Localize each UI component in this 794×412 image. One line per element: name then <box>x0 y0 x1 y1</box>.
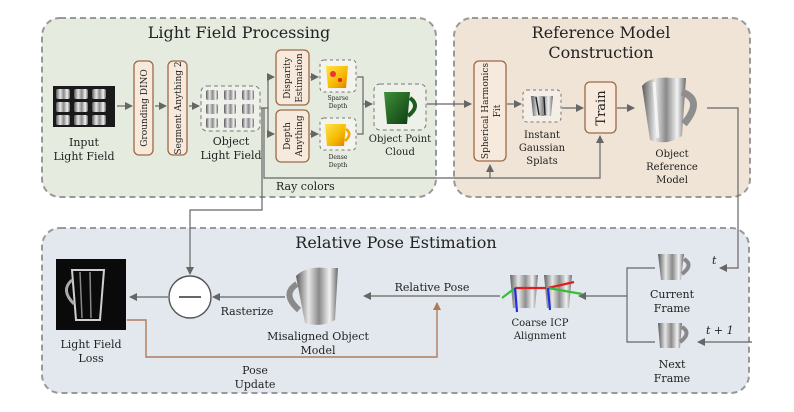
misaligned-label-2: Model <box>301 344 336 357</box>
point-cloud-label-1: Object Point <box>369 134 431 145</box>
sh-fit-label-1: Spherical Harmonics <box>481 63 491 160</box>
pose-update-label-2: Update <box>235 378 276 391</box>
relative-pose-label: Relative Pose <box>395 281 470 294</box>
current-frame-image <box>658 254 691 280</box>
reference-model-mug-image <box>642 77 697 143</box>
input-light-field-image <box>53 86 115 127</box>
arrow-sparse-to-cloud <box>357 76 373 108</box>
object-light-field-label-2: Light Field <box>200 149 261 162</box>
current-frame-label-1: Current <box>650 288 695 301</box>
ref-model-label-3: Model <box>656 175 688 186</box>
splats-label-3: Splats <box>526 156 558 167</box>
arrow-object-lf-to-minus <box>186 108 263 275</box>
t-label: t <box>712 254 717 267</box>
object-light-field-image <box>200 85 261 132</box>
misaligned-model-image <box>286 267 338 325</box>
dense-depth-image <box>319 117 357 151</box>
misaligned-label-1: Misaligned Object <box>267 330 369 343</box>
sparse-depth-label-1: Sparse <box>327 95 348 102</box>
train-block <box>584 81 617 134</box>
next-frame-label-1: Next <box>659 358 686 371</box>
ref-model-label-1: Object <box>655 149 688 160</box>
object-point-cloud-image <box>373 83 427 131</box>
relative-pose-title: Relative Pose Estimation <box>295 233 496 252</box>
sh-fit-label-2: Fit <box>493 104 503 117</box>
object-light-field-label-1: Object <box>213 135 250 148</box>
arrow-model-to-current-frame <box>707 107 739 272</box>
next-frame-label-2: Frame <box>654 372 690 385</box>
grounding-dino-label: Grounding DINO <box>140 69 150 147</box>
reference-model-title-line2: Construction <box>548 43 653 62</box>
pose-update-label-1: Pose <box>242 364 268 377</box>
light-field-processing-title: Light Field Processing <box>148 23 331 42</box>
icp-label-1: Coarse ICP <box>512 318 569 329</box>
relative-pose-region <box>41 227 750 394</box>
disparity-estimation-block <box>275 49 310 106</box>
splats-label-2: Gaussian <box>519 143 566 154</box>
depth-anything-label-1: Depth <box>283 122 293 150</box>
train-label: Train <box>594 90 609 126</box>
icp-label-2: Alignment <box>513 331 566 342</box>
arrow-ray-colors-to-sh <box>263 108 494 179</box>
next-frame-image <box>658 323 689 348</box>
gaussian-splats-image <box>522 89 562 123</box>
current-frame-label-2: Frame <box>654 302 690 315</box>
ray-colors-label: Ray colors <box>276 180 335 193</box>
depth-anything-label-2: Anything <box>295 115 305 157</box>
ref-model-label-2: Reference <box>646 162 698 173</box>
frames-bracket <box>626 267 655 343</box>
disparity-label-2: Estimation <box>295 53 305 102</box>
arrow-dense-to-cloud <box>357 104 364 135</box>
rasterize-label: Rasterize <box>221 305 274 318</box>
arrow-ray-colors-to-train <box>490 135 604 179</box>
reference-model-title-line1: Reference Model <box>532 23 671 42</box>
disparity-label-1: Disparity <box>283 56 293 99</box>
spherical-harmonics-block <box>473 60 507 162</box>
dense-depth-label-2: Depth <box>329 162 348 169</box>
lf-loss-label-1: Light Field <box>60 338 121 351</box>
segment-anything-block <box>167 60 188 156</box>
arrow-to-depth <box>267 108 275 138</box>
pose-update-loop-arrow <box>127 302 441 358</box>
grounding-dino-block <box>133 60 154 156</box>
input-light-field-label-2: Light Field <box>53 150 114 163</box>
t-plus-1-label: t + 1 <box>706 324 734 337</box>
point-cloud-label-2: Cloud <box>385 147 415 158</box>
splats-label-1: Instant <box>524 130 560 141</box>
input-light-field-label-1: Input <box>69 136 100 149</box>
sparse-depth-label-2: Depth <box>329 103 348 110</box>
depth-anything-block <box>275 109 310 163</box>
segment-anything-label: Segment Anything 2 <box>174 61 184 154</box>
dense-depth-label-1: Dense <box>329 154 348 161</box>
coarse-icp-image <box>501 275 583 313</box>
lf-loss-label-2: Loss <box>78 352 104 365</box>
light-field-loss-image <box>56 259 126 330</box>
sparse-depth-image <box>319 59 357 93</box>
